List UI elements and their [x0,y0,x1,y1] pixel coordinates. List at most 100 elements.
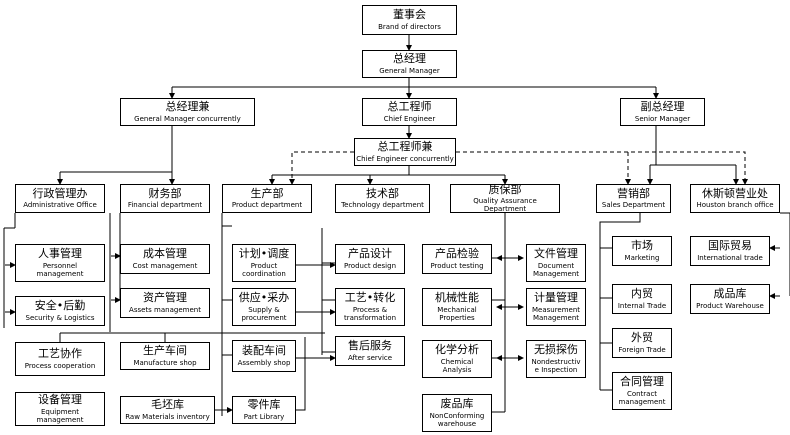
planning-label-zh: 计划•调度 [238,247,290,261]
box-quality-assurance: 质保部 Quality Assurance Department [450,184,560,213]
design-label-en: Product design [343,261,397,270]
security-label-en: Security & Logistics [25,313,95,322]
testing-label-en: Product testing [430,261,484,270]
process-label-en: Process cooperation [24,361,96,370]
box-raw-materials-inventory: 毛坯库 Raw Materials inventory [120,396,215,424]
box-after-service: 售后服务 After service [335,336,405,366]
gmc-label-en: General Manager concurrently [134,114,241,123]
marketing-label-en: Marketing [624,253,660,262]
ndi-label-zh: 无损探伤 [534,343,578,357]
box-international-trade: 国际贸易 International trade [690,236,770,266]
ndi-label-en: Nondestructiv e Inspection [531,357,581,374]
assets-label-en: Assets management [129,305,201,314]
partlib-label-en: Part Library [243,412,285,421]
manufacture-label-en: Manufacture shop [133,358,197,367]
mechanical-label-zh: 机械性能 [435,291,479,305]
cost-label-en: Cost management [132,261,198,270]
finance-label-en: Financial department [127,201,203,210]
personnel-label-zh: 人事管理 [38,247,82,261]
security-label-zh: 安全•后勤 [34,299,86,313]
rawmat-label-zh: 毛坯库 [151,398,184,412]
intl-label-zh: 国际贸易 [708,239,752,253]
board-label-zh: 董事会 [393,8,426,22]
technology-label-en: Technology department [341,201,424,210]
box-financial-department: 财务部 Financial department [120,184,210,213]
production-label-en: Product department [231,201,303,210]
board-label-en: Brand of directors [378,22,441,31]
cost-label-zh: 成本管理 [143,247,187,261]
box-product-design: 产品设计 Product design [335,244,405,274]
rawmat-label-en: Raw Materials inventory [125,412,210,421]
box-chief-engineer: 总工程师 Chief Engineer [362,98,457,126]
design-label-zh: 产品设计 [348,247,392,261]
qa-label-en: Quality Assurance Department [473,197,537,213]
box-senior-manager: 副总经理 Senior Manager [620,98,705,126]
box-product-warehouse: 成品库 Product Warehouse [690,284,770,314]
warehouse-label-en: Product Warehouse [696,301,764,310]
contract-label-en: Contract management [618,389,666,406]
box-nonconforming-warehouse: 废品库 NonConforming warehouse [422,394,492,432]
assembly-label-en: Assembly shop [237,358,291,367]
partlib-label-zh: 零件库 [247,398,281,412]
houston-label-en: Houston branch office [696,201,774,210]
ce-label-zh: 总工程师 [387,100,432,114]
box-chemical-analysis: 化学分析 Chemical Analysis [422,340,492,378]
supply-label-en: Supply & procurement [241,305,287,322]
cec-label-zh: 总工程师兼 [377,140,433,154]
technology-label-zh: 技术部 [366,186,399,200]
box-measurement-management: 计量管理 Measurement Management [526,288,586,326]
equipment-label-zh: 设备管理 [38,393,82,407]
box-product-department: 生产部 Product department [222,184,312,213]
box-sales-department: 营销部 Sales Department [596,184,671,213]
gm-label-en: General Manager [379,66,440,75]
houston-label-zh: 休斯顿营业处 [702,186,768,200]
box-assets-management: 资产管理 Assets management [120,288,210,318]
box-internal-trade: 内贸 Internal Trade [612,284,672,314]
box-administrative-office: 行政管理办 Administrative Office [15,184,105,213]
box-personnel-management: 人事管理 Personnel management [15,244,105,282]
contract-label-zh: 合同管理 [620,375,664,389]
internal-label-zh: 内贸 [631,287,653,301]
box-cost-management: 成本管理 Cost management [120,244,210,274]
foreign-label-en: Foreign Trade [618,345,666,354]
box-foreign-trade: 外贸 Foreign Trade [612,328,672,358]
finance-label-zh: 财务部 [148,186,182,200]
gm-label-zh: 总经理 [393,52,426,66]
box-supply-procurement: 供应•采办 Supply & procurement [232,288,296,326]
box-chief-engineer-concurrently: 总工程师兼 Chief Engineer concurrently [354,138,456,166]
box-process-cooperation: 工艺协作 Process cooperation [15,342,105,376]
box-nondestructive-inspection: 无损探伤 Nondestructiv e Inspection [526,340,586,378]
box-mechanical-properties: 机械性能 Mechanical Properties [422,288,492,326]
planning-label-en: Product coordination [242,261,286,278]
assembly-label-zh: 装配车间 [242,344,286,358]
assets-label-zh: 资产管理 [143,291,187,305]
box-process-transformation: 工艺•转化 Process & transformation [335,288,405,326]
box-marketing: 市场 Marketing [612,236,672,266]
admin-label-en: Administrative Office [23,201,97,210]
equipment-label-en: Equipment management [36,407,84,424]
process-label-zh: 工艺协作 [38,347,82,361]
ce-label-en: Chief Engineer [383,114,436,123]
chemical-label-en: Chemical Analysis [440,357,474,374]
box-security-logistics: 安全•后勤 Security & Logistics [15,296,105,326]
measure-label-en: Measurement Management [531,305,581,322]
box-manufacture-shop: 生产车间 Manufacture shop [120,342,210,370]
testing-label-zh: 产品检验 [435,247,479,261]
sm-label-zh: 副总经理 [640,100,685,114]
marketing-label-zh: 市场 [631,239,653,253]
box-part-library: 零件库 Part Library [232,396,296,424]
sm-label-en: Senior Manager [634,114,691,123]
mechanical-label-en: Mechanical Properties [437,305,477,322]
box-equipment-management: 设备管理 Equipment management [15,392,105,426]
box-product-testing: 产品检验 Product testing [422,244,492,274]
docs-label-en: Document Management [532,261,580,278]
box-gm-concurrently: 总经理兼 General Manager concurrently [120,98,255,126]
manufacture-label-zh: 生产车间 [143,344,187,358]
measure-label-zh: 计量管理 [534,291,578,305]
admin-label-zh: 行政管理办 [32,186,88,200]
intl-label-en: International trade [697,253,763,262]
qa-label-zh: 质保部 [488,184,522,196]
aftersvc-label-en: After service [347,353,393,362]
